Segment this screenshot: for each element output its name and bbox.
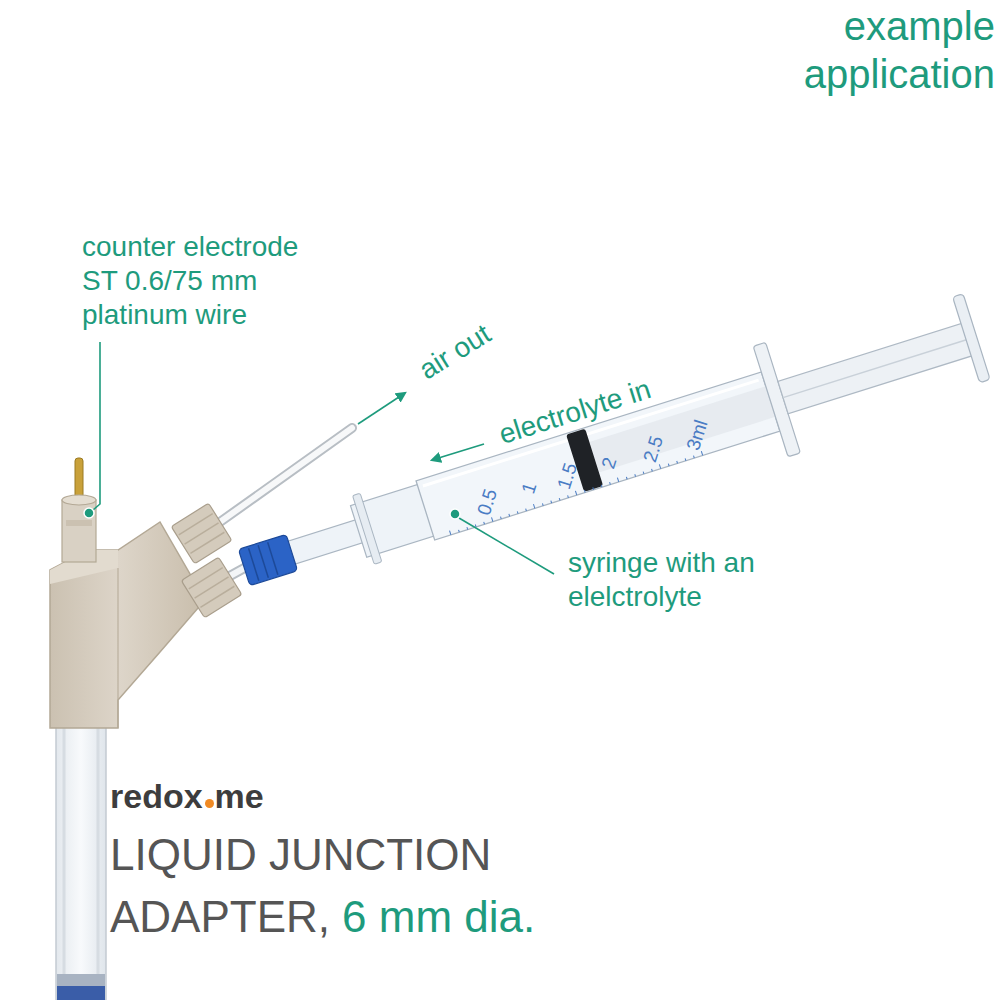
nut-ridge — [179, 514, 213, 535]
cap-ridge — [268, 542, 278, 574]
syringe-barrel — [416, 372, 780, 540]
luer-cap — [238, 534, 297, 585]
title-block: LIQUID JUNCTION ADAPTER,6 mm dia. — [110, 824, 670, 948]
scale-tick — [693, 456, 695, 458]
scale-tick — [458, 530, 460, 532]
scale-tick — [475, 525, 477, 527]
scale-tick — [676, 461, 678, 463]
flow-arrow — [358, 393, 405, 424]
luer-tip — [283, 518, 367, 565]
scale-tick — [508, 514, 510, 516]
fitting-nut — [181, 557, 242, 618]
nut-ridge — [200, 586, 234, 607]
scale-tick — [483, 522, 485, 524]
leader-line — [93, 342, 100, 510]
scale-tick — [634, 474, 636, 476]
plunger-head — [953, 294, 991, 383]
cap-ridge — [258, 545, 268, 577]
logo-dot — [205, 799, 214, 808]
counter-electrode — [62, 458, 96, 562]
cap-ridge — [249, 548, 259, 580]
tube-band — [57, 974, 105, 986]
nut-body — [171, 503, 232, 564]
body-edge — [118, 568, 119, 728]
scale-tick — [617, 478, 618, 482]
nut-ridge — [189, 568, 223, 589]
holder-top — [62, 495, 96, 505]
scale-tick — [659, 464, 660, 468]
scale-tick — [517, 511, 519, 513]
brand-logo: redoxme — [110, 776, 264, 817]
hub-fin — [353, 493, 382, 564]
corner-note: example application — [735, 2, 995, 98]
scale-tick — [559, 498, 561, 500]
callout-label: air out — [415, 320, 496, 385]
scale-ticks — [450, 451, 703, 535]
leader-dot — [84, 508, 94, 518]
scale-tick — [525, 509, 527, 511]
scale-tick — [533, 504, 534, 508]
glass-tube — [56, 700, 106, 1000]
scale-tick — [550, 501, 552, 503]
scale-tick — [492, 517, 493, 521]
fitting-nut — [171, 503, 232, 564]
scale-tick — [575, 491, 576, 495]
scale-tick — [584, 490, 586, 492]
tube-body — [56, 700, 106, 1000]
scale-tick — [500, 517, 502, 519]
electrode-holder — [62, 500, 96, 562]
scale-tick — [592, 487, 594, 489]
scale-tick — [466, 527, 468, 529]
scale-tick — [609, 482, 611, 484]
callout-label: counter electrode ST 0.6/75 mm platinum … — [82, 230, 327, 332]
heading-text: 6 mm dia. — [342, 886, 535, 948]
tube-highlight — [63, 728, 66, 1000]
leader-line — [459, 518, 554, 574]
nut-ridge — [195, 577, 229, 598]
air-tube — [220, 428, 352, 522]
scale-tick — [643, 472, 645, 474]
scale-tick — [450, 531, 451, 535]
tube-highlight — [97, 728, 100, 1000]
scale-tick — [626, 477, 628, 479]
scale-tick — [685, 458, 687, 460]
leader-dot — [450, 509, 460, 519]
nut-body — [181, 557, 242, 618]
plunger-rod — [778, 323, 973, 414]
logo-text: me — [215, 776, 264, 817]
scale-tick — [567, 495, 569, 497]
scale-tick — [542, 503, 544, 505]
rod-rib — [783, 339, 968, 397]
logo-text: redox — [110, 776, 203, 817]
scale-tick — [601, 485, 603, 487]
syringe — [227, 281, 994, 623]
air-tube-core — [220, 428, 352, 522]
scale-tick — [651, 469, 653, 471]
holder-ring — [66, 520, 92, 526]
flow-arrow — [432, 444, 484, 460]
tube-tip — [57, 986, 105, 1000]
scale-tick — [668, 464, 670, 466]
callout-label: syringe with an elelctrolyte — [568, 546, 756, 614]
nut-ridge — [190, 532, 224, 553]
nut-ridge — [185, 523, 219, 544]
